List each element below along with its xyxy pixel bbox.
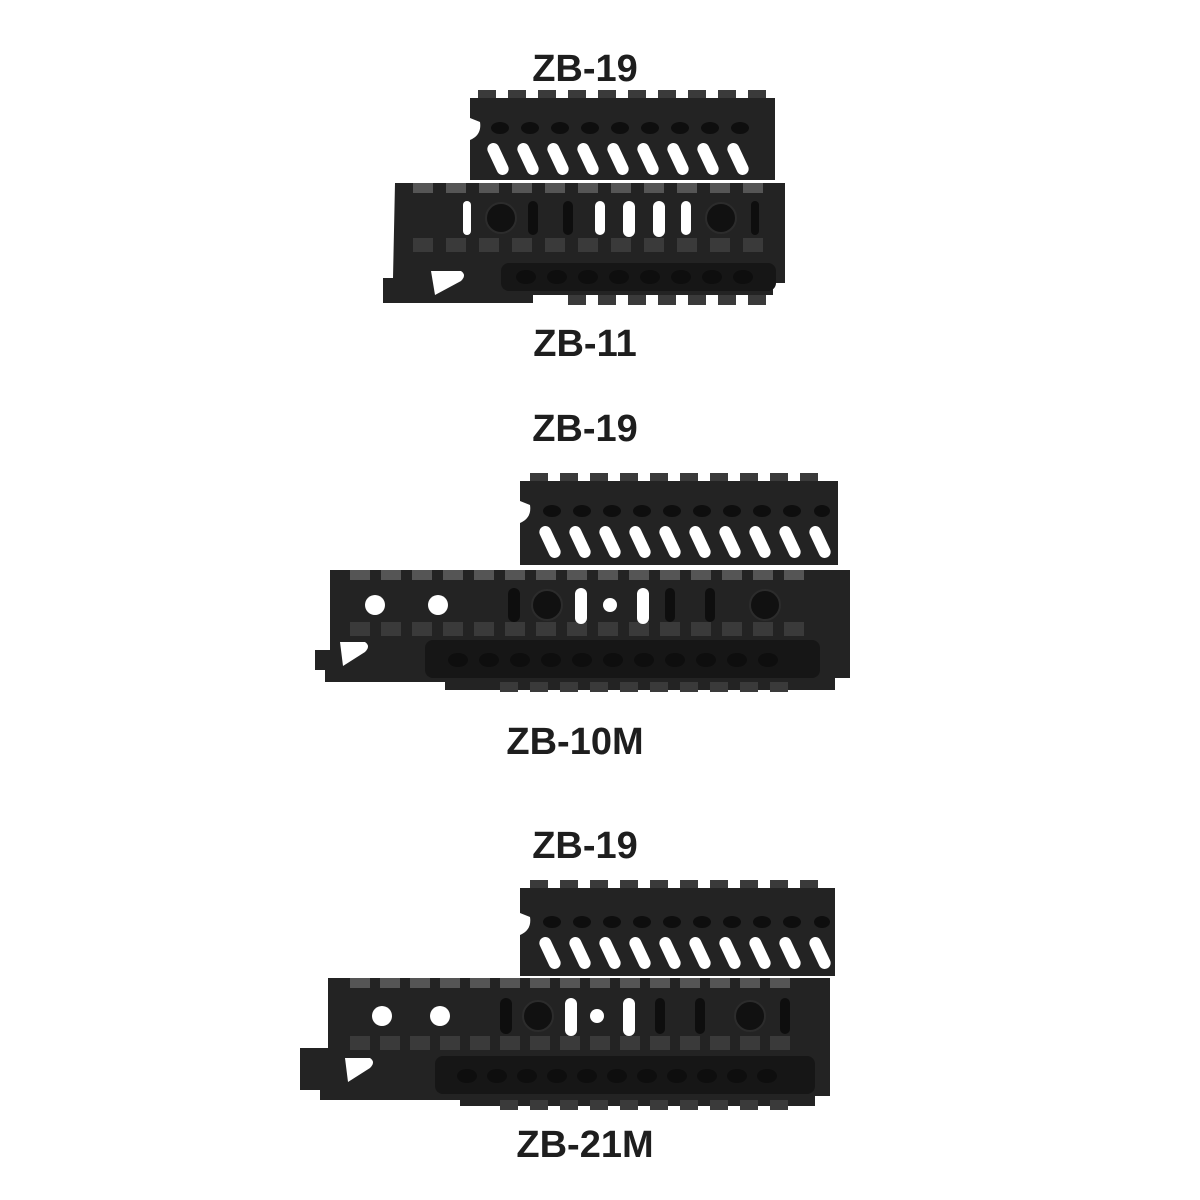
upper-handguard-zb19-3	[520, 880, 835, 976]
lower-handguard-zb11	[383, 183, 785, 305]
screw-icon	[531, 589, 563, 621]
screw-icon	[522, 1000, 554, 1032]
cutout	[340, 642, 368, 666]
lower-handguard-zb10m	[315, 570, 850, 692]
rail-teeth	[530, 880, 818, 888]
label-upper-zb19-3: ZB-19	[532, 825, 638, 867]
round-port	[372, 1006, 392, 1026]
cutout	[345, 1058, 373, 1082]
picatinny-rail-teeth	[350, 978, 790, 1050]
lower-holes	[448, 653, 778, 667]
lower-holes	[516, 270, 753, 284]
bottom-rail-teeth	[500, 1100, 788, 1110]
slant-slots	[539, 937, 831, 969]
label-lower-zb21m: ZB-21M	[516, 1124, 654, 1166]
round-port	[603, 598, 617, 612]
round-holes	[491, 122, 749, 134]
screw-icon	[485, 202, 517, 234]
rail-teeth	[478, 90, 766, 98]
round-holes	[543, 505, 830, 517]
label-lower-zb10m: ZB-10M	[506, 721, 644, 763]
slant-slots	[487, 143, 749, 175]
slant-slots	[539, 526, 831, 558]
rail-teeth	[530, 473, 818, 481]
screw-icon	[734, 1000, 766, 1032]
round-port	[430, 1006, 450, 1026]
label-upper-zb19-2: ZB-19	[532, 408, 638, 450]
upper-handguard-zb19-2	[520, 473, 838, 565]
lower-handguard-zb21m	[300, 978, 830, 1110]
label-lower-zb11: ZB-11	[533, 323, 637, 365]
picatinny-rail-teeth	[413, 183, 763, 252]
upper-handguard-zb19-1	[470, 90, 775, 180]
bottom-rail-teeth	[568, 295, 766, 305]
picatinny-rail-teeth	[350, 570, 804, 636]
lower-holes	[457, 1069, 777, 1083]
cutout	[431, 271, 464, 295]
round-port	[428, 595, 448, 615]
label-upper-zb19-1: ZB-19	[532, 48, 638, 90]
round-port	[590, 1009, 604, 1023]
screw-icon	[749, 589, 781, 621]
round-port	[365, 595, 385, 615]
bottom-rail-teeth	[500, 682, 788, 692]
side-slots	[463, 201, 759, 237]
screw-icon	[705, 202, 737, 234]
round-holes	[543, 916, 830, 928]
